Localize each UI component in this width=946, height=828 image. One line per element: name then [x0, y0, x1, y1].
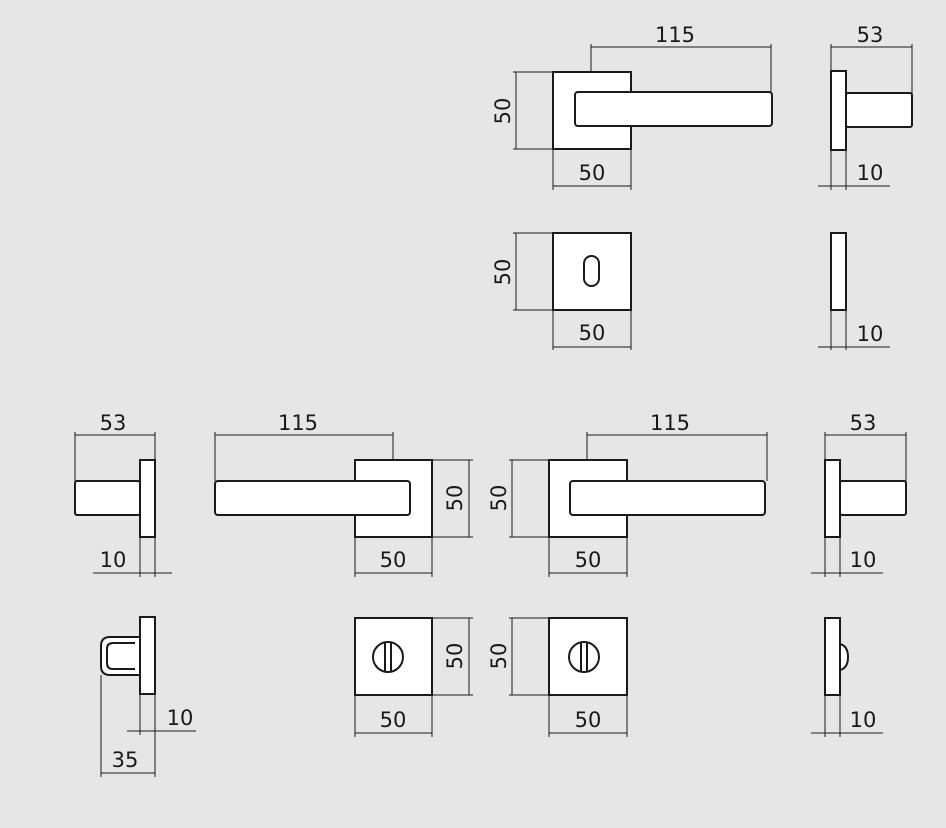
rose-plate [824, 459, 841, 538]
thumbturn-knob-inner [106, 642, 135, 670]
dim-label-escutcheon-width: 50 [575, 708, 602, 732]
view-thumbturn-side: 10 35 [100, 616, 196, 777]
escutcheon-plate [824, 617, 841, 696]
dim-label-escutcheon-height: 50 [443, 643, 467, 670]
lever-stub [74, 480, 141, 516]
escutcheon-plate [830, 232, 847, 311]
dim-label-thickness: 10 [167, 706, 194, 730]
lever-handle [569, 480, 766, 516]
dim-label-projection: 53 [857, 23, 884, 47]
lever-stub [845, 92, 913, 128]
dimension-lines [818, 44, 913, 190]
dim-label-rose-height: 50 [487, 485, 511, 512]
dim-label-rose-width: 50 [380, 548, 407, 572]
escutcheon-square [552, 232, 632, 311]
dimension-lines [811, 695, 883, 737]
dim-label-rose-height: 50 [443, 485, 467, 512]
dim-label-length: 115 [655, 23, 695, 47]
turn-circle [568, 641, 600, 673]
dimension-lines [513, 232, 632, 350]
dimension-lines [513, 44, 772, 190]
view-escutcheon-side-key: 10 [818, 232, 890, 350]
dim-label-rose-height: 50 [491, 98, 515, 125]
dim-label-escutcheon-width: 50 [380, 708, 407, 732]
dim-label-rose-width: 50 [579, 161, 606, 185]
dimension-lines [509, 432, 768, 577]
view-escutcheon-front-key: 50 50 [491, 232, 632, 350]
turn-circle [372, 641, 404, 673]
view-lever-front-right: 115 50 50 [487, 411, 768, 577]
view-escutcheon-front-privacy-left: 50 50 [354, 617, 473, 737]
dim-label-rose-width: 50 [575, 548, 602, 572]
dim-label-projection: 53 [100, 411, 127, 435]
lever-stub [839, 480, 907, 516]
lever-handle [214, 480, 411, 516]
dim-label-escutcheon-height: 50 [491, 259, 515, 286]
dim-label-length: 115 [650, 411, 690, 435]
dim-label-thumbturn-projection: 35 [112, 748, 139, 772]
lever-handle [574, 91, 773, 127]
dim-label-length: 115 [278, 411, 318, 435]
rose-plate [139, 459, 156, 538]
dimension-lines [509, 617, 628, 737]
emergency-release-knob [839, 642, 850, 672]
view-lever-side-left: 53 10 [74, 411, 172, 577]
dimension-lines [74, 432, 172, 577]
dim-label-thickness: 10 [857, 322, 884, 346]
dimension-lines [214, 432, 473, 577]
dimension-lines [100, 675, 196, 777]
view-lever-side-top: 53 10 [818, 23, 913, 190]
dimension-lines [354, 617, 473, 737]
escutcheon-square [354, 617, 433, 696]
dim-label-escutcheon-width: 50 [579, 321, 606, 345]
dim-label-thickness: 10 [100, 548, 127, 572]
view-lever-side-right: 53 10 [811, 411, 907, 577]
rose-plate [830, 70, 847, 151]
dim-label-thickness: 10 [850, 708, 877, 732]
dim-label-thickness: 10 [857, 161, 884, 185]
view-escutcheon-front-privacy-right: 50 50 [487, 617, 628, 737]
thumbturn-knob [100, 636, 141, 676]
dim-label-projection: 53 [850, 411, 877, 435]
rose-plate [139, 616, 156, 695]
view-lever-front-left: 115 50 50 [214, 411, 473, 577]
dimension-lines [818, 310, 890, 350]
view-lever-front-top: 115 50 50 [491, 23, 773, 190]
dim-label-escutcheon-height: 50 [487, 643, 511, 670]
view-escutcheon-side-privacy: 10 [811, 617, 883, 737]
dimension-lines [811, 432, 907, 577]
dim-label-thickness: 10 [850, 548, 877, 572]
keyhole-slot [583, 255, 600, 287]
